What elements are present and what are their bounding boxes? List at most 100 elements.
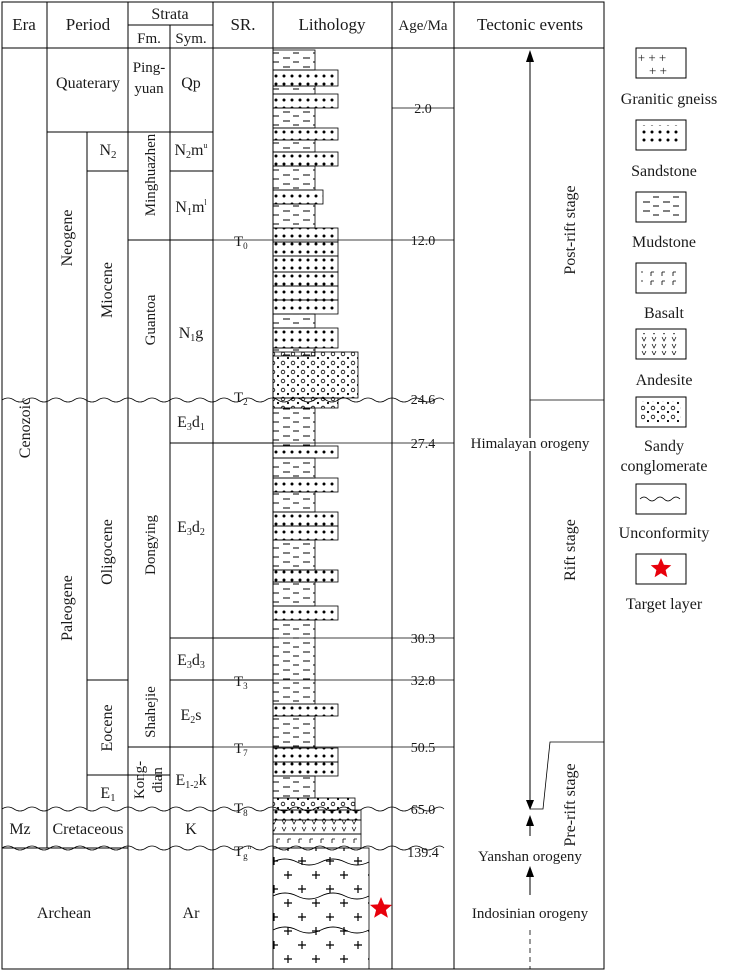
age-65: 65.0 <box>411 803 436 818</box>
lithology-bed-sand <box>272 605 339 621</box>
lithology-bed-mud <box>272 491 316 513</box>
lithology-bed-sand <box>272 127 339 141</box>
event-himalayan: Himalayan orogeny <box>471 436 590 452</box>
epoch-miocene: Miocene <box>99 262 116 318</box>
reflector-t8: T8 <box>234 801 248 818</box>
sym-e2s: E2s <box>180 707 201 726</box>
age-12: 12.0 <box>411 234 436 249</box>
epoch-e1: E1 <box>100 785 115 804</box>
lithology-bed-sand <box>272 761 339 777</box>
header-fm: Fm. <box>137 31 161 47</box>
fm-kongdian-2: dian <box>150 767 166 793</box>
legend-label-sandy-conglomerate-2: conglomerate <box>620 458 707 475</box>
legend-swatch-target-layer <box>635 553 687 585</box>
lithology-bed-sand <box>272 241 339 257</box>
legend-swatch-basalt <box>635 262 687 294</box>
tectonic-events: Post-rift stage Rift stage Pre-rift stag… <box>453 1 605 970</box>
svg-text:+ +: + + <box>649 63 667 78</box>
target-layer-star-icon <box>369 897 393 918</box>
sym-qp: Qp <box>181 75 201 92</box>
reflector-t0: T0 <box>234 234 248 251</box>
header-period: Period <box>66 15 111 34</box>
stage-pre-rift: Pre-rift stage <box>562 763 579 846</box>
lithology-bed-sand <box>272 285 339 301</box>
reflector-tg: Tgn <box>234 843 252 861</box>
fm-pingyuan-2: yuan <box>134 81 164 97</box>
period-paleogene: Paleogene <box>59 575 76 641</box>
lithology-bed-sand <box>272 525 339 541</box>
age-50-5: 50.5 <box>411 741 436 756</box>
lithology-bed-mud <box>272 165 316 191</box>
lithology-bed-andesite <box>272 819 362 835</box>
header-era: Era <box>12 15 36 34</box>
lithology-bed-sand <box>272 809 362 821</box>
lithology-column <box>272 49 370 970</box>
lithology-bed-sand <box>272 569 339 583</box>
unconformity-lines <box>1 397 445 851</box>
lithology-bed-sand <box>272 151 339 167</box>
epoch-n2: N2 <box>99 142 116 161</box>
legend-swatch-mudstone <box>635 191 687 223</box>
lithology-bed-sand <box>272 255 339 273</box>
lithology-bed-granitic-gneiss <box>272 847 370 970</box>
lithology-bed-sand <box>272 703 339 717</box>
reflector-t2: T2 <box>234 390 248 407</box>
lithology-bed-sand <box>272 69 339 87</box>
lithology-bed-sand <box>272 327 339 349</box>
sym-k: K <box>185 821 197 838</box>
header-strata: Strata <box>151 6 188 23</box>
legend-label-granitic-gneiss: Granitic gneiss <box>621 91 717 108</box>
sym-e3d3: E3d3 <box>177 652 205 671</box>
lithology-gneiss-foliation <box>272 858 370 866</box>
lithology-bed-mud <box>272 619 316 705</box>
legend-label-mudstone: Mudstone <box>632 234 696 251</box>
lithology-bed-mud <box>272 457 316 479</box>
lithology-bed-sand <box>272 299 339 315</box>
legend-swatch-unconformity <box>635 483 687 515</box>
sym-ar: Ar <box>183 905 201 922</box>
event-yanshan: Yanshan orogeny <box>478 849 582 865</box>
era-archean: Archean <box>37 905 91 922</box>
fm-shahejie: Shahejie <box>143 686 159 738</box>
lithology-bed-mud <box>272 581 316 607</box>
lithology-bed-sand <box>272 189 324 205</box>
legend-label-basalt: Basalt <box>644 305 685 322</box>
lithology-bed-mud <box>272 715 316 749</box>
lithology-bed-cong <box>272 797 356 811</box>
boundary-lines <box>213 107 454 748</box>
fm-kongdian-1: Kong- <box>132 761 148 799</box>
lithology-bed-sand <box>272 93 339 109</box>
era-cenozoic: Cenozoic <box>17 398 34 458</box>
reflector-t7: T7 <box>234 741 248 758</box>
lithology-bed-mud <box>272 49 316 71</box>
legend-swatch-sandy-conglomerate <box>635 396 687 428</box>
age-27-4: 27.4 <box>411 437 436 452</box>
age-24-6: 24.6 <box>411 393 436 408</box>
epoch-oligocene: Oligocene <box>99 519 116 585</box>
legend-swatch-granitic-gneiss <box>635 47 687 79</box>
event-indosinian: Indosinian orogeny <box>472 906 589 922</box>
lithology-bed-mud <box>272 85 316 95</box>
epoch-eocene: Eocene <box>99 704 116 751</box>
sym-e3d2: E3d2 <box>177 519 205 538</box>
lithology-bed-sand <box>272 747 339 763</box>
reflector-t3: T3 <box>234 674 248 691</box>
lithology-bed-mud <box>272 203 316 229</box>
lithology-bed-sand <box>272 227 339 243</box>
header-sym: Sym. <box>175 31 206 47</box>
fm-dongying: Dongying <box>143 515 159 576</box>
header-sr: SR. <box>230 15 255 34</box>
sym-e12k: E1-2k <box>175 772 206 791</box>
fm-pingyuan-1: Ping- <box>133 60 166 76</box>
age-32-8: 32.8 <box>411 674 436 689</box>
column-headers: Era Period Strata Fm. Sym. SR. Lithology… <box>12 6 583 47</box>
lithology-bed-sand <box>272 271 339 287</box>
legend-swatch-andesite <box>635 328 687 360</box>
sym-e3d1: E3d1 <box>177 414 205 433</box>
legend-swatch-sandstone <box>635 119 687 151</box>
legend-label-sandstone: Sandstone <box>631 163 697 180</box>
age-2: 2.0 <box>414 102 432 117</box>
svg-text:+ + +: + + + <box>638 50 667 65</box>
ages: 2.0 12.0 24.6 27.4 30.3 32.8 50.5 65.0 1… <box>407 102 439 861</box>
sym-n1g: N1g <box>179 325 204 344</box>
